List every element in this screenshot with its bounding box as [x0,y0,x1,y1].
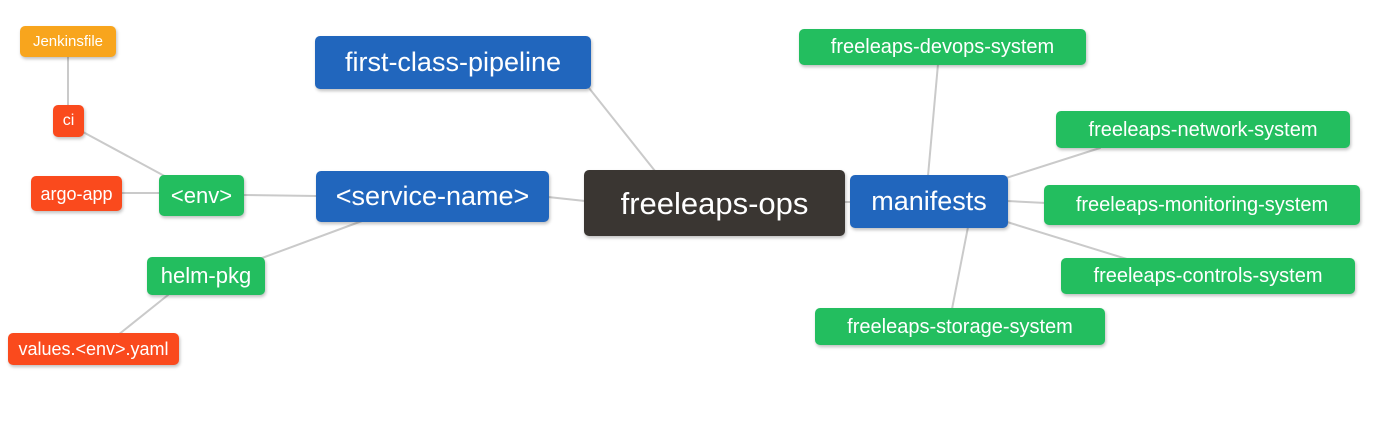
edge-manifests-network-system [1005,147,1101,179]
node-freeleaps-devops-system[interactable]: freeleaps-devops-system [799,29,1086,65]
node-freeleaps-monitoring-system[interactable]: freeleaps-monitoring-system [1044,185,1360,225]
edge-env-service-name [242,194,318,197]
node-freeleaps-controls-system[interactable]: freeleaps-controls-system [1061,258,1355,294]
edge-pipeline-freeleaps-ops [588,87,656,172]
edge-manifests-storage-system [951,226,969,310]
node-freeleaps-network-system[interactable]: freeleaps-network-system [1056,111,1350,148]
node-jenkinsfile[interactable]: Jenkinsfile [20,26,116,57]
edge-manifests-controls-system [1006,221,1131,261]
node-manifests[interactable]: manifests [850,175,1008,228]
edge-manifests-monitoring-system [1006,200,1047,204]
node-ci[interactable]: ci [53,105,84,137]
node-values-env-yaml[interactable]: values.<env>.yaml [8,333,179,365]
node-argo-app[interactable]: argo-app [31,176,122,211]
node-service-name[interactable]: <service-name> [316,171,549,222]
edge-service-name-freeleaps-ops [547,196,586,202]
edge-values-helm-pkg [117,294,169,336]
node-env[interactable]: <env> [159,175,244,216]
edge-helm-pkg-service-name [261,220,363,259]
edge-manifests-devops-system [927,63,939,177]
node-freeleaps-storage-system[interactable]: freeleaps-storage-system [815,308,1105,345]
node-helm-pkg[interactable]: helm-pkg [147,257,265,295]
node-freeleaps-ops-root[interactable]: freeleaps-ops [584,170,845,236]
edge-ci-env [82,131,171,180]
node-first-class-pipeline[interactable]: first-class-pipeline [315,36,591,89]
